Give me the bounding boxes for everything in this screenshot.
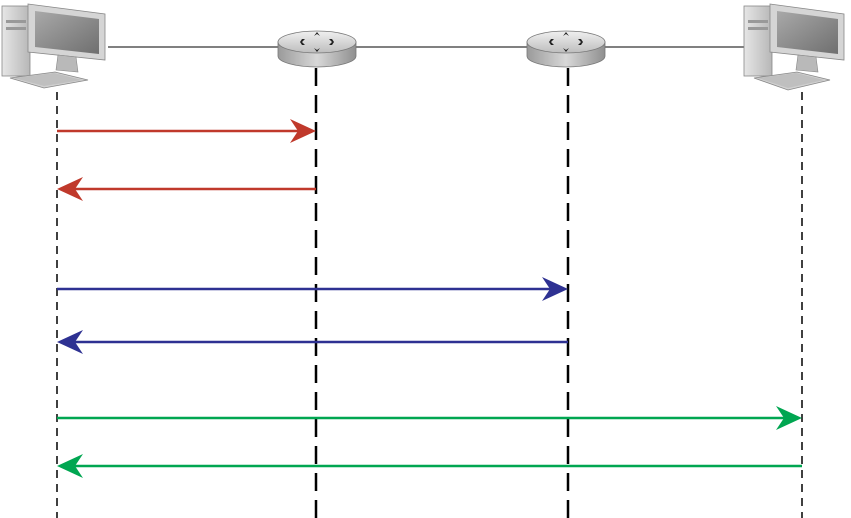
- router-icon: [527, 31, 605, 67]
- message-arrow: [57, 454, 802, 478]
- message-arrow: [57, 330, 568, 354]
- message-arrows: [57, 119, 802, 478]
- message-arrow: [57, 177, 316, 201]
- message-arrow: [57, 406, 802, 430]
- desktop-computer-icon: [744, 4, 844, 90]
- router-icon: [278, 31, 356, 67]
- message-arrow: [57, 277, 568, 301]
- desktop-computer-icon: [2, 4, 105, 88]
- lifelines: [57, 68, 802, 518]
- message-arrow: [57, 119, 316, 143]
